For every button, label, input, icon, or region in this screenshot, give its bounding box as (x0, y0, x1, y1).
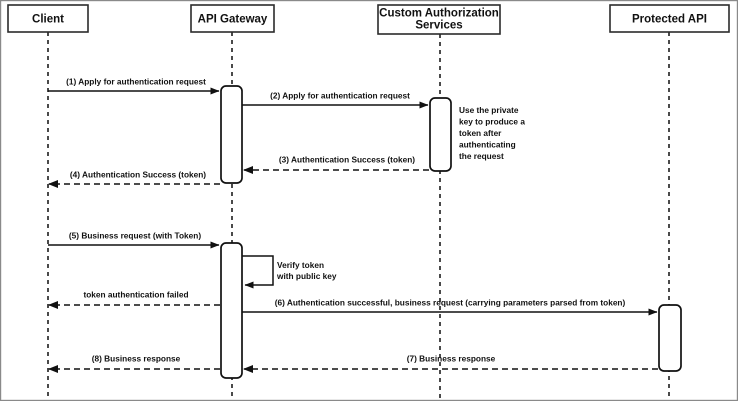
message-5-label: (5) Business request (with Token) (69, 231, 201, 241)
note-use-private-key-line-0: Use the private (459, 105, 519, 115)
participant-custom-authorization-services[interactable]: Custom Authorization Services (377, 4, 501, 35)
lifelines-group (47, 32, 670, 398)
message-6-authentication-successful-business-request[interactable]: (6) Authentication successful, business … (242, 298, 658, 316)
activation-bar-gateway-business[interactable] (220, 242, 243, 379)
participant-label-protected-api: Protected API (632, 14, 707, 26)
participant-box-client[interactable] (7, 4, 89, 33)
note-use-private-key-line-4: the request (459, 151, 504, 161)
message-1-apply-for-authentication-request[interactable]: (1) Apply for authentication request (48, 77, 220, 95)
activation-bars-group (220, 85, 682, 379)
participant-label-custom-authorization-services-line2: Services (415, 20, 462, 32)
participant-label-client: Client (32, 14, 64, 26)
participant-label-custom-authorization-services-line1: Custom Authorization (379, 8, 499, 20)
message-5-business-request-with-token[interactable]: (5) Business request (with Token) (48, 231, 220, 249)
self-message-verify-token-label-line2: with public key (276, 271, 337, 281)
message-6-label: (6) Authentication successful, business … (275, 298, 626, 308)
message-8-business-response[interactable]: (8) Business response (48, 354, 220, 373)
self-message-verify-token[interactable]: Verify token with public key (242, 255, 337, 289)
activation-bar-gateway-auth[interactable] (220, 85, 243, 184)
participant-protected-api[interactable]: Protected API (609, 4, 730, 33)
message-4-authentication-success-token[interactable]: (4) Authentication Success (token) (48, 170, 220, 188)
message-2-apply-for-authentication-request[interactable]: (2) Apply for authentication request (242, 91, 429, 109)
note-use-private-key-line-1: key to produce a (459, 117, 525, 127)
message-7-business-response[interactable]: (7) Business response (243, 354, 658, 373)
message-7-label: (7) Business response (407, 354, 496, 364)
message-2-label: (2) Apply for authentication request (270, 91, 410, 101)
message-3-authentication-success-token[interactable]: (3) Authentication Success (token) (243, 155, 429, 174)
message-3-label: (3) Authentication Success (token) (279, 155, 415, 165)
note-use-private-key-line-2: token after (459, 128, 502, 138)
message-token-authentication-failed-label: token authentication failed (83, 290, 188, 300)
message-1-label: (1) Apply for authentication request (66, 77, 206, 87)
self-message-verify-token-path (242, 255, 274, 289)
activation-bar-authsvc[interactable] (429, 97, 452, 172)
message-token-authentication-failed[interactable]: token authentication failed (48, 290, 220, 309)
message-4-label: (4) Authentication Success (token) (70, 170, 206, 180)
activation-bar-protected-api[interactable] (658, 304, 682, 372)
participant-box-custom-authorization-services[interactable] (377, 4, 501, 35)
participant-box-api-gateway[interactable] (190, 4, 275, 33)
message-8-label: (8) Business response (92, 354, 181, 364)
note-use-private-key: Use the private key to produce a token a… (459, 105, 525, 161)
participant-box-protected-api[interactable] (609, 4, 730, 33)
note-use-private-key-line-3: authenticating (459, 140, 516, 150)
participant-label-api-gateway: API Gateway (198, 14, 268, 26)
participant-api-gateway[interactable]: API Gateway (190, 4, 275, 33)
participant-client[interactable]: Client (7, 4, 89, 33)
self-message-verify-token-label-line1: Verify token (277, 260, 324, 270)
